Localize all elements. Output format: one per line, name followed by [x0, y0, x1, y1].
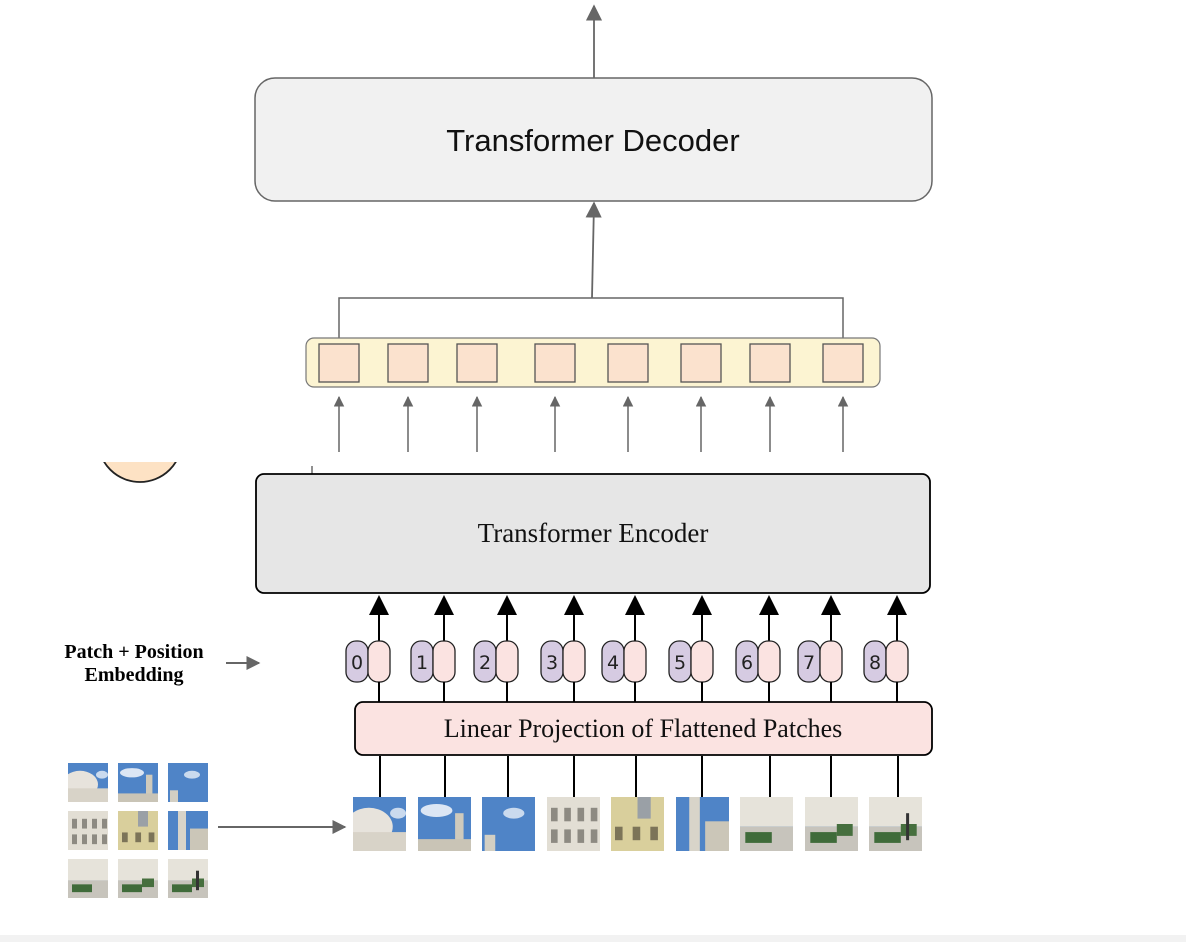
embedding-token: 4: [601, 595, 647, 702]
patch-embedding-pill: [690, 640, 714, 683]
image-patch: [168, 859, 208, 898]
image-patch: [118, 859, 158, 898]
image-patch: [118, 763, 158, 802]
image-patch: [168, 763, 208, 802]
encoder-output-token: [534, 343, 576, 383]
position-id: 2: [479, 652, 491, 674]
transformer-encoder-block: Transformer Encoder: [255, 473, 931, 594]
encoder-output-token: [387, 343, 429, 383]
encoder-output-token: [822, 343, 864, 383]
embedding-token: 6: [735, 595, 781, 702]
patch-embedding-pill: [495, 640, 519, 683]
image-patch: [118, 811, 158, 850]
encoder-output-row: [305, 337, 881, 388]
embedding-token: 2: [473, 595, 519, 702]
patch-embedding-pill: [432, 640, 456, 683]
image-patch: [547, 797, 600, 851]
embedding-token: 0: [345, 595, 391, 702]
patch-embedding-pill: [623, 640, 647, 683]
patch-embedding-pill: [757, 640, 781, 683]
position-id: 1: [416, 652, 428, 674]
partial-circle: [103, 462, 177, 483]
encoder-output-token: [318, 343, 360, 383]
embedding-token: 5: [668, 595, 714, 702]
position-id: 4: [607, 652, 619, 674]
image-patch: [68, 859, 108, 898]
embedding-caption-line1: Patch + Position: [64, 641, 203, 663]
image-patch-grid: [68, 763, 208, 898]
embedding-token: 7: [797, 595, 843, 702]
position-id: 0: [351, 652, 363, 674]
image-patch: [869, 797, 922, 851]
position-id: 7: [803, 652, 815, 674]
patch-sequence: [353, 797, 922, 851]
embedding-token: 3: [540, 595, 586, 702]
bracket-to-decoder-arrow: [585, 201, 602, 299]
embedding-caption: Patch + Position Embedding: [64, 641, 203, 686]
image-patch: [68, 763, 108, 802]
position-id: 8: [869, 652, 881, 674]
image-patch: [168, 811, 208, 850]
image-patch: [676, 797, 729, 851]
patch-embedding-pill: [885, 640, 909, 683]
image-patch: [482, 797, 535, 851]
position-id: 5: [674, 652, 686, 674]
image-patch: [611, 797, 664, 851]
image-patch: [805, 797, 858, 851]
embedding-caption-line2: Embedding: [85, 664, 184, 686]
embedding-token: 1: [410, 595, 456, 702]
image-patch: [740, 797, 793, 851]
transformer-decoder-block: Transformer Decoder: [254, 77, 933, 202]
patch-embedding-pill: [562, 640, 586, 683]
embedding-token: 8: [863, 595, 909, 702]
projection-label: Linear Projection of Flattened Patches: [444, 714, 843, 743]
position-id: 6: [741, 652, 753, 674]
token-bracket: [338, 297, 844, 343]
linear-projection-block: Linear Projection of Flattened Patches: [354, 701, 933, 756]
encoder-output-token: [456, 343, 498, 383]
patch-embedding-pill: [367, 640, 391, 683]
encoder-output-token: [607, 343, 649, 383]
encoder-label: Transformer Encoder: [478, 518, 709, 548]
position-id: 3: [546, 652, 558, 674]
encoder-output-token: [680, 343, 722, 383]
image-patch: [68, 811, 108, 850]
bottom-strip: [0, 935, 1186, 942]
image-patch: [353, 797, 406, 851]
encoder-output-token: [749, 343, 791, 383]
decoder-label: Transformer Decoder: [446, 123, 739, 158]
image-patch: [418, 797, 471, 851]
patch-embedding-pill: [819, 640, 843, 683]
